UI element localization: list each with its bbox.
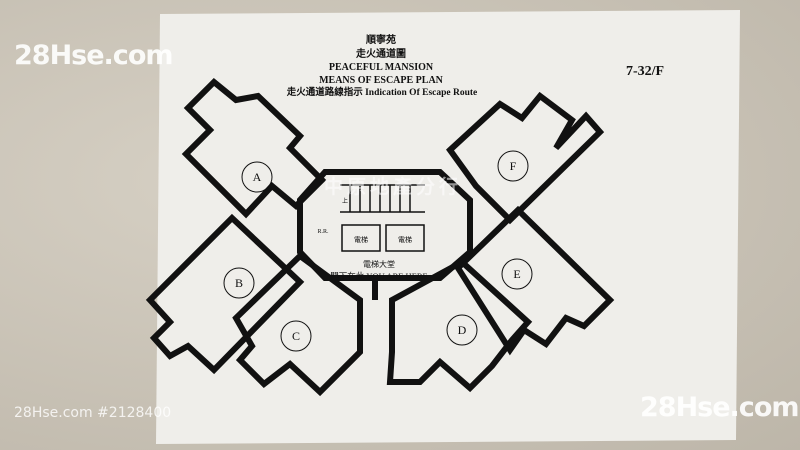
wing-f-outline	[446, 91, 605, 225]
lift-right	[385, 224, 425, 252]
small-room-label: R.R.	[317, 229, 329, 235]
unit-a-marker	[241, 161, 273, 193]
watermark-logo-top: 28Hse.com	[14, 40, 173, 71]
lift-core-outline	[297, 169, 473, 281]
escape-route-legend: 走火通道路線指示 Indication Of Escape Route	[286, 86, 478, 98]
unit-c-marker	[280, 320, 312, 352]
lift-right-label: 電梯	[398, 235, 412, 244]
unit-b-label: B	[235, 276, 243, 290]
unit-d-label: D	[458, 323, 467, 337]
plan-title-zh: 走火通道圖	[355, 47, 406, 60]
you-are-here-label: 閣下在此 YOU ARE HERE	[330, 271, 428, 281]
plan-title-en: MEANS OF ESCAPE PLAN	[319, 75, 444, 86]
floor-range: 7-32/F	[626, 64, 664, 79]
building-name-zh: 順寧苑	[365, 33, 396, 46]
unit-d-marker	[446, 314, 478, 346]
lift-left	[341, 224, 381, 252]
unit-f-marker	[497, 150, 529, 182]
stair-up-label: 上	[342, 197, 348, 205]
unit-b-marker	[223, 267, 255, 299]
watermark-listing-id: 28Hse.com #2128400	[14, 405, 172, 421]
unit-e-label: E	[513, 267, 520, 281]
wing-a-outline	[181, 77, 327, 219]
watermark-agency: 中原地產分行	[324, 176, 463, 198]
unit-c-label: C	[292, 329, 300, 343]
lift-lobby-label: 電梯大堂	[363, 259, 395, 269]
unit-a-label: A	[253, 170, 262, 184]
watermark-logo-bottom: 28Hse.com	[640, 392, 799, 423]
lift-left-label: 電梯	[354, 235, 368, 244]
wing-b-outline	[145, 213, 305, 375]
unit-e-marker	[501, 258, 533, 290]
wing-d-outline	[386, 258, 533, 393]
unit-f-label: F	[510, 159, 517, 173]
building-name-en: PEACEFUL MANSION	[329, 62, 434, 73]
staircase	[340, 184, 425, 213]
wing-e-outline	[454, 205, 615, 356]
paper	[156, 10, 740, 444]
